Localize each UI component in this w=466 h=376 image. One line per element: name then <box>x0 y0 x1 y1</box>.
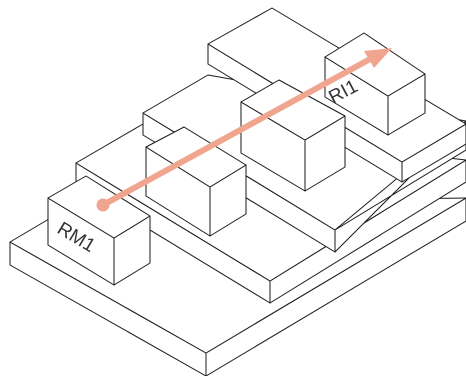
block-rm1: RM1 <box>47 175 151 286</box>
arrow-shaft <box>100 55 375 208</box>
arrow-head <box>364 48 392 68</box>
arrow-origin-dot <box>96 198 110 212</box>
transition-arrow <box>96 48 392 212</box>
